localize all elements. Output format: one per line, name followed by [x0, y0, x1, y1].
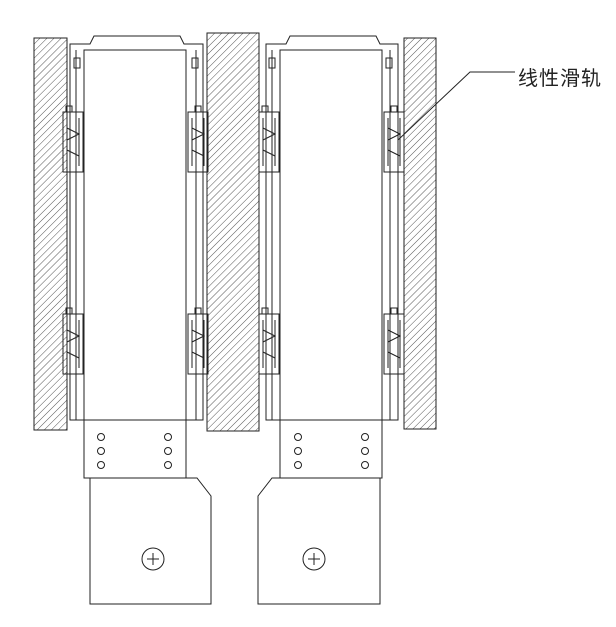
callout-label-linear-rail: 线性滑轨 [518, 66, 602, 90]
guide-block-right-top-l [258, 105, 280, 173]
guide-block-right-bottom-l [258, 307, 280, 375]
center-mark-right [302, 547, 326, 571]
slide-column-right [279, 49, 383, 421]
guide-block-left-bottom-l [62, 307, 84, 375]
lower-housing-left [89, 477, 212, 605]
guide-block-left-bottom-r [187, 307, 209, 375]
carriage-frame-left [69, 35, 204, 421]
wall-center [206, 32, 260, 432]
lower-housing-right [257, 477, 381, 605]
slide-column-left [83, 49, 187, 421]
guide-block-left-top-r [187, 105, 209, 173]
callout-leader-line [397, 71, 515, 141]
slide-assembly-right [257, 35, 405, 605]
wall-left [33, 37, 68, 431]
center-mark-left [141, 547, 165, 571]
guide-block-right-top-r [383, 105, 405, 173]
wall-right [403, 37, 437, 430]
carriage-frame-right [265, 35, 399, 421]
fixed-walls [33, 32, 437, 432]
slide-assembly-left [62, 35, 212, 605]
guide-block-left-top-l [62, 105, 84, 173]
guide-block-right-bottom-r [383, 307, 405, 375]
